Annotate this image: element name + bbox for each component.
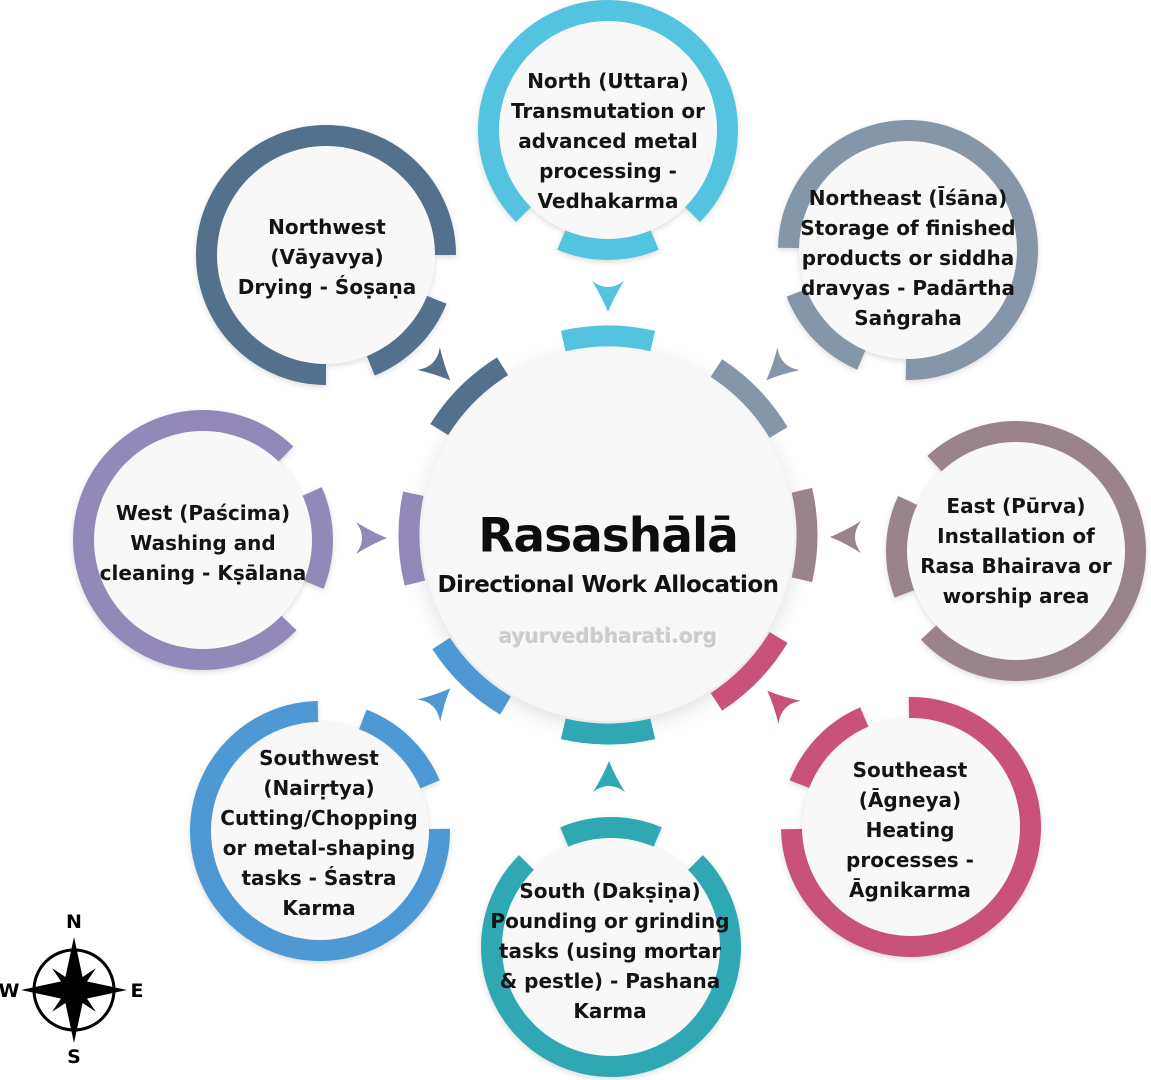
node-southwest-disc [211,722,429,940]
node-west-ring [73,410,333,670]
label-northeast: Northeast (Īśāna) Storage of finished pr… [791,183,1026,333]
diagram-subtitle: Directional Work Allocation [437,572,779,598]
node-northwest-disc [217,146,435,364]
label-east-task: Installation of Rasa Bhairava or worship… [920,524,1112,608]
node-northeast-disc [799,141,1017,359]
center-arc-southwest [398,325,818,745]
compass-label-west: W [0,980,20,1002]
node-west [73,410,333,670]
node-northwest-ring [196,125,456,385]
node-north-disc [499,21,717,239]
label-west-task: Washing and cleaning - Kṣālana [99,531,307,585]
node-east [885,421,1146,681]
label-north-name: North (Uttara) [527,69,689,93]
label-east: East (Pūrva) Installation of Rasa Bhaira… [910,491,1122,611]
center-arc-north [398,325,818,745]
center-arc-southeast [398,325,818,745]
label-southeast: Southeast (Āgneya) Heating processes - Ā… [808,755,1013,905]
node-southeast-disc [802,718,1020,936]
label-northwest: Northwest (Vāyavya) Drying - Śoṣaṇa [235,212,420,302]
compass-star [21,937,127,1043]
node-northeast-ring [778,120,1038,380]
node-southwest-ring [190,701,450,961]
label-south: South (Dakṣiṇa) Pounding or grinding tas… [488,876,733,1026]
label-southwest-task: Cutting/Chopping or metal-shaping tasks … [220,806,418,920]
watermark-text: ayurvedbharati.org [498,624,718,648]
label-north-task: Transmutation or advanced metal processi… [510,99,706,213]
label-east-name: East (Pūrva) [946,494,1086,518]
label-southwest-name: Southwest (Nairṛtya) [259,746,379,800]
node-south [481,817,741,1077]
node-east-ring [885,421,1146,681]
node-southeast [781,697,1041,957]
arrow-southeast-icon [767,690,801,724]
center-arc-northwest [398,325,818,745]
label-northwest-name: Northwest (Vāyavya) [268,215,386,269]
label-south-name: South (Dakṣiṇa) [519,879,701,903]
diagram-title: Rasashālā [478,508,739,564]
center-circle [422,349,794,721]
node-southwest [190,701,450,961]
label-northwest-task: Drying - Śoṣaṇa [237,275,417,299]
label-northeast-name: Northeast (Īśāna) [808,186,1008,210]
label-southeast-task: Heating processes - Āgnikarma [846,818,974,902]
node-northwest [196,125,456,385]
compass-label-north: N [66,911,82,933]
compass-rose-icon [21,937,127,1043]
arrow-south-icon [593,761,625,792]
arrow-northeast-icon [766,347,800,381]
compass-label-east: E [130,980,144,1002]
node-southeast-ring [781,697,1041,957]
node-south-ring [481,817,741,1077]
arrow-northwest-icon [417,347,451,381]
label-southeast-name: Southeast (Āgneya) [852,758,968,812]
arrow-north-icon [592,281,624,312]
node-northeast [778,120,1038,380]
node-south-disc [502,838,720,1056]
label-north: North (Uttara) Transmutation or advanced… [496,66,721,216]
label-southwest: Southwest (Nairṛtya) Cutting/Chopping or… [219,743,419,923]
node-north [477,0,738,260]
node-north-ring [477,0,738,260]
center-arc-northeast [398,325,818,745]
compass-label-south: S [67,1046,81,1068]
node-east-disc [907,442,1125,660]
label-west-name: West (Paścima) [115,501,291,525]
center-arc-west [398,325,818,745]
arrow-southwest-icon [417,688,451,722]
node-west-disc [94,431,312,649]
label-west: West (Paścima) Washing and cleaning - Kṣ… [92,498,314,588]
center-arc-east [398,325,818,745]
arrow-west-icon [356,522,387,554]
center-arc-south [398,325,818,745]
label-south-task: Pounding or grinding tasks (using mortar… [490,909,730,1023]
label-northeast-task: Storage of finished products or siddha d… [800,216,1016,330]
arrow-east-icon [830,521,861,553]
